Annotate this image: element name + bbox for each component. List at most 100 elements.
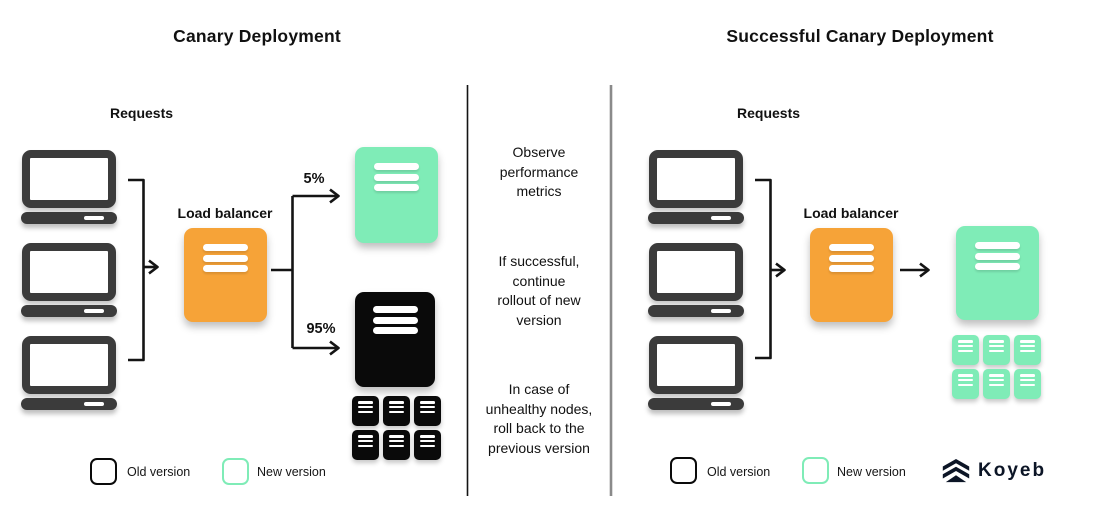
server-line	[358, 401, 373, 404]
right-requests-label: Requests	[737, 105, 801, 121]
laptop-base-highlight	[711, 309, 731, 313]
laptop-base	[21, 398, 117, 410]
server-line	[420, 401, 435, 404]
server-line	[389, 435, 404, 438]
server-line	[829, 254, 874, 262]
server-line	[389, 405, 404, 409]
old-version-node-icon	[355, 292, 435, 387]
server-lines	[956, 226, 1039, 270]
server-line	[1020, 383, 1035, 387]
new-version-mini-node-icon	[1014, 369, 1041, 399]
laptop-screen	[649, 336, 743, 394]
server-line	[358, 444, 373, 448]
brand-name: Koyeb	[978, 460, 1047, 481]
laptop-screen	[22, 336, 116, 394]
server-line	[372, 316, 418, 324]
server-line	[1020, 378, 1035, 382]
server-lines	[355, 292, 435, 334]
laptop-base	[648, 305, 744, 317]
server-line	[420, 435, 435, 438]
server-line	[374, 184, 419, 191]
server-line	[203, 244, 248, 251]
left-diagram-title: Canary Deployment	[173, 26, 341, 46]
server-line	[989, 340, 1004, 343]
laptop-base	[648, 398, 744, 410]
right-diagram-title: Successful Canary Deployment	[726, 26, 994, 46]
old-version-swatch	[90, 458, 117, 485]
client-laptop-icon	[21, 243, 117, 317]
server-line	[389, 410, 404, 414]
old-version-swatch	[670, 457, 697, 484]
server-line	[389, 444, 404, 448]
server-line	[374, 163, 419, 170]
server-line	[958, 340, 973, 343]
server-line	[958, 344, 973, 348]
server-line	[1020, 374, 1035, 377]
server-lines	[810, 228, 893, 272]
server-line	[389, 401, 404, 404]
new-version-swatch	[802, 457, 829, 484]
legend-old-label: Old version	[127, 465, 191, 479]
server-line	[829, 244, 874, 251]
laptop-screen	[649, 243, 743, 301]
new-version-mini-node-icon	[983, 335, 1010, 365]
server-line	[975, 263, 1020, 270]
old-version-mini-node-icon	[414, 430, 441, 460]
legend-new-label: New version	[257, 465, 326, 479]
load-balancer-icon	[810, 228, 893, 322]
server-line	[358, 439, 373, 443]
koyeb-logo: Koyeb	[941, 458, 1051, 484]
server-line	[372, 327, 418, 334]
stable-percent-label: 95%	[306, 321, 336, 337]
new-version-node-icon	[956, 226, 1039, 320]
legend-new-label: New version	[837, 465, 906, 479]
server-line	[958, 383, 973, 387]
new-version-mini-node-icon	[952, 369, 979, 399]
laptop-base	[21, 212, 117, 224]
server-line	[358, 435, 373, 438]
new-version-mini-node-icon	[983, 369, 1010, 399]
server-line	[374, 173, 419, 181]
server-line	[989, 383, 1004, 387]
server-line	[1020, 340, 1035, 343]
koyeb-chevrons-icon	[942, 459, 970, 483]
client-laptop-icon	[648, 150, 744, 224]
server-line	[358, 405, 373, 409]
server-lines	[355, 147, 438, 191]
old-version-mini-nodes	[352, 396, 441, 460]
server-line	[958, 378, 973, 382]
server-line	[420, 444, 435, 448]
server-line	[989, 349, 1004, 353]
server-line	[203, 254, 248, 262]
load-balancer-icon	[184, 228, 267, 322]
server-line	[420, 439, 435, 443]
laptop-base-highlight	[84, 402, 104, 406]
server-lines	[184, 228, 267, 272]
new-version-mini-node-icon	[1014, 335, 1041, 365]
laptop-base	[648, 212, 744, 224]
server-line	[1020, 349, 1035, 353]
legend-old-label: Old version	[707, 465, 771, 479]
old-version-mini-node-icon	[352, 396, 379, 426]
server-line	[372, 306, 418, 313]
new-version-node-icon	[355, 147, 438, 243]
client-laptop-icon	[648, 336, 744, 410]
new-version-swatch	[222, 458, 249, 485]
right-load-balancer-label: Load balancer	[803, 205, 899, 221]
old-version-mini-node-icon	[414, 396, 441, 426]
laptop-base-highlight	[84, 216, 104, 220]
client-laptop-icon	[648, 243, 744, 317]
server-line	[389, 439, 404, 443]
canary-percent-label: 5%	[303, 171, 325, 187]
new-version-mini-node-icon	[952, 335, 979, 365]
server-line	[975, 242, 1020, 249]
server-line	[829, 265, 874, 272]
note-continue-rollout: If successful, continue rollout of new v…	[497, 253, 581, 328]
old-version-mini-node-icon	[383, 430, 410, 460]
server-line	[1020, 344, 1035, 348]
server-line	[958, 349, 973, 353]
server-line	[975, 252, 1020, 260]
laptop-screen	[22, 243, 116, 301]
client-laptop-icon	[21, 336, 117, 410]
